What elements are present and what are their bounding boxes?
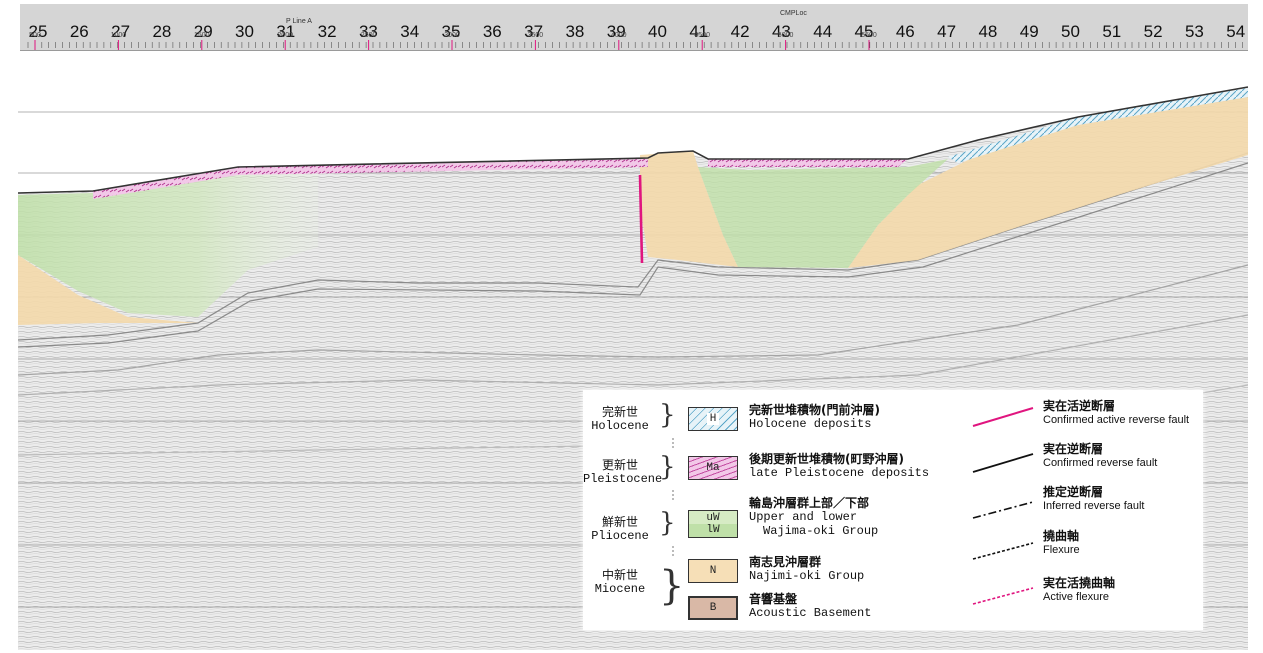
ruler-cmp-label: 3000 bbox=[444, 32, 460, 39]
ruler-cmp-label: 4000 bbox=[611, 32, 627, 39]
legend-dividers bbox=[672, 438, 674, 558]
symbol-flexure bbox=[972, 542, 1034, 560]
ruler-cmp-label: 2000 bbox=[277, 32, 293, 39]
swatch-late-pleistocene: Ma bbox=[688, 456, 738, 480]
unit-n-center bbox=[640, 151, 738, 267]
legend-unit-late-pleistocene: 後期更新世堆積物(町野沖層)late Pleistocene deposits bbox=[749, 452, 930, 480]
ruler-cmp-label: 3500 bbox=[528, 32, 544, 39]
ruler-title: CMPLoc bbox=[780, 10, 807, 17]
ruler-station-label: 29 bbox=[194, 22, 213, 41]
legend-brace: } bbox=[659, 563, 685, 609]
ruler-station-label: 52 bbox=[1144, 22, 1163, 41]
ruler-station-label: 33 bbox=[359, 22, 378, 41]
unit-w-left bbox=[18, 169, 318, 317]
ruler-station-label: 40 bbox=[648, 22, 667, 41]
unit-h bbox=[948, 88, 1248, 163]
ruler-station-label: 49 bbox=[1020, 22, 1039, 41]
ruler-cmp-labels: 500 1000 1500 2000 2500 3000 3500 4000 4500 5000 5… bbox=[29, 32, 877, 39]
ruler-station-label: 26 bbox=[70, 22, 89, 41]
ruler-line-label: P Line A bbox=[286, 18, 312, 25]
swatch-najimi-oki: N bbox=[688, 559, 738, 583]
ruler-station-label: 45 bbox=[855, 22, 874, 41]
legend-unit-wajima-oki: 輪島沖層群上部／下部 Upper and lower Wajima-oki Gr… bbox=[749, 496, 879, 538]
ruler-station-label: 25 bbox=[29, 22, 48, 41]
ruler-station-label: 44 bbox=[813, 22, 832, 41]
ruler-station-label: 41 bbox=[689, 22, 708, 41]
ruler-ticks bbox=[27, 40, 1243, 50]
ruler-station-label: 34 bbox=[400, 22, 419, 41]
unit-ma bbox=[93, 159, 648, 199]
ruler-cmp-label: 1000 bbox=[111, 32, 127, 39]
symbol-active-flexure bbox=[972, 587, 1034, 605]
ruler-station-label: 28 bbox=[152, 22, 171, 41]
legend-brace: } bbox=[659, 400, 676, 430]
ruler-station-label: 37 bbox=[524, 22, 543, 41]
unit-n-left bbox=[18, 255, 198, 325]
ruler-station-label: 35 bbox=[442, 22, 461, 41]
ruler-station-labels: 25 26 27 28 29 30 31 32 33 34 35 36 37 38 39 40 41 42 43 44… bbox=[29, 22, 1246, 41]
ruler-cmp-label: 2500 bbox=[361, 32, 377, 39]
swatch-wajima-oki: uW lW bbox=[688, 510, 738, 538]
seafloor bbox=[18, 86, 1248, 194]
legend-unit-holocene: 完新世堆積物(門前沖層)Holocene deposits bbox=[749, 403, 880, 431]
ruler-station-label: 27 bbox=[111, 22, 130, 41]
ruler-station-label: 46 bbox=[896, 22, 915, 41]
ruler-station-label: 30 bbox=[235, 22, 254, 41]
unit-n-right bbox=[848, 97, 1248, 268]
legend-brace: } bbox=[659, 508, 676, 538]
symbol-active-reverse-fault bbox=[972, 407, 1034, 427]
ruler-cmp-label: 5500 bbox=[861, 32, 877, 39]
legend-brace: } bbox=[659, 452, 676, 482]
ruler-cmp-label: 4500 bbox=[694, 32, 710, 39]
ruler-cmp-label: 5000 bbox=[778, 32, 794, 39]
ruler-cmp-label: 500 bbox=[29, 32, 41, 39]
ruler-station-label: 50 bbox=[1061, 22, 1080, 41]
swatch-acoustic-basement: B bbox=[688, 596, 738, 620]
ruler-svg: CMPLoc P Line A 25 26 27 28 29 30 31 32 33 34 35 36… bbox=[27, 10, 1246, 50]
ruler-station-label: 36 bbox=[483, 22, 502, 41]
ruler-station-label: 38 bbox=[565, 22, 584, 41]
unit-ma-right bbox=[708, 159, 908, 167]
ruler-cmp-label: 1500 bbox=[194, 32, 210, 39]
unit-w-center bbox=[698, 159, 948, 268]
symbol-reverse-fault bbox=[972, 453, 1034, 473]
ruler-station-label: 48 bbox=[978, 22, 997, 41]
ruler-station-label: 47 bbox=[937, 22, 956, 41]
swatch-holocene: H bbox=[688, 407, 738, 431]
ruler-station-label: 53 bbox=[1185, 22, 1204, 41]
ruler-station-label: 32 bbox=[318, 22, 337, 41]
ruler-station-label: 43 bbox=[772, 22, 791, 41]
ruler-station-label: 51 bbox=[1102, 22, 1121, 41]
ruler-station-label: 54 bbox=[1226, 22, 1245, 41]
symbol-inferred-reverse-fault bbox=[972, 501, 1034, 519]
cmp-ruler: CMPLoc P Line A 25 26 27 28 29 30 31 32 33 34 35 36… bbox=[20, 4, 1248, 51]
ruler-station-label: 39 bbox=[607, 22, 626, 41]
ruler-station-label: 31 bbox=[276, 22, 295, 41]
ruler-station-label: 42 bbox=[731, 22, 750, 41]
active-reverse-fault bbox=[638, 174, 644, 264]
